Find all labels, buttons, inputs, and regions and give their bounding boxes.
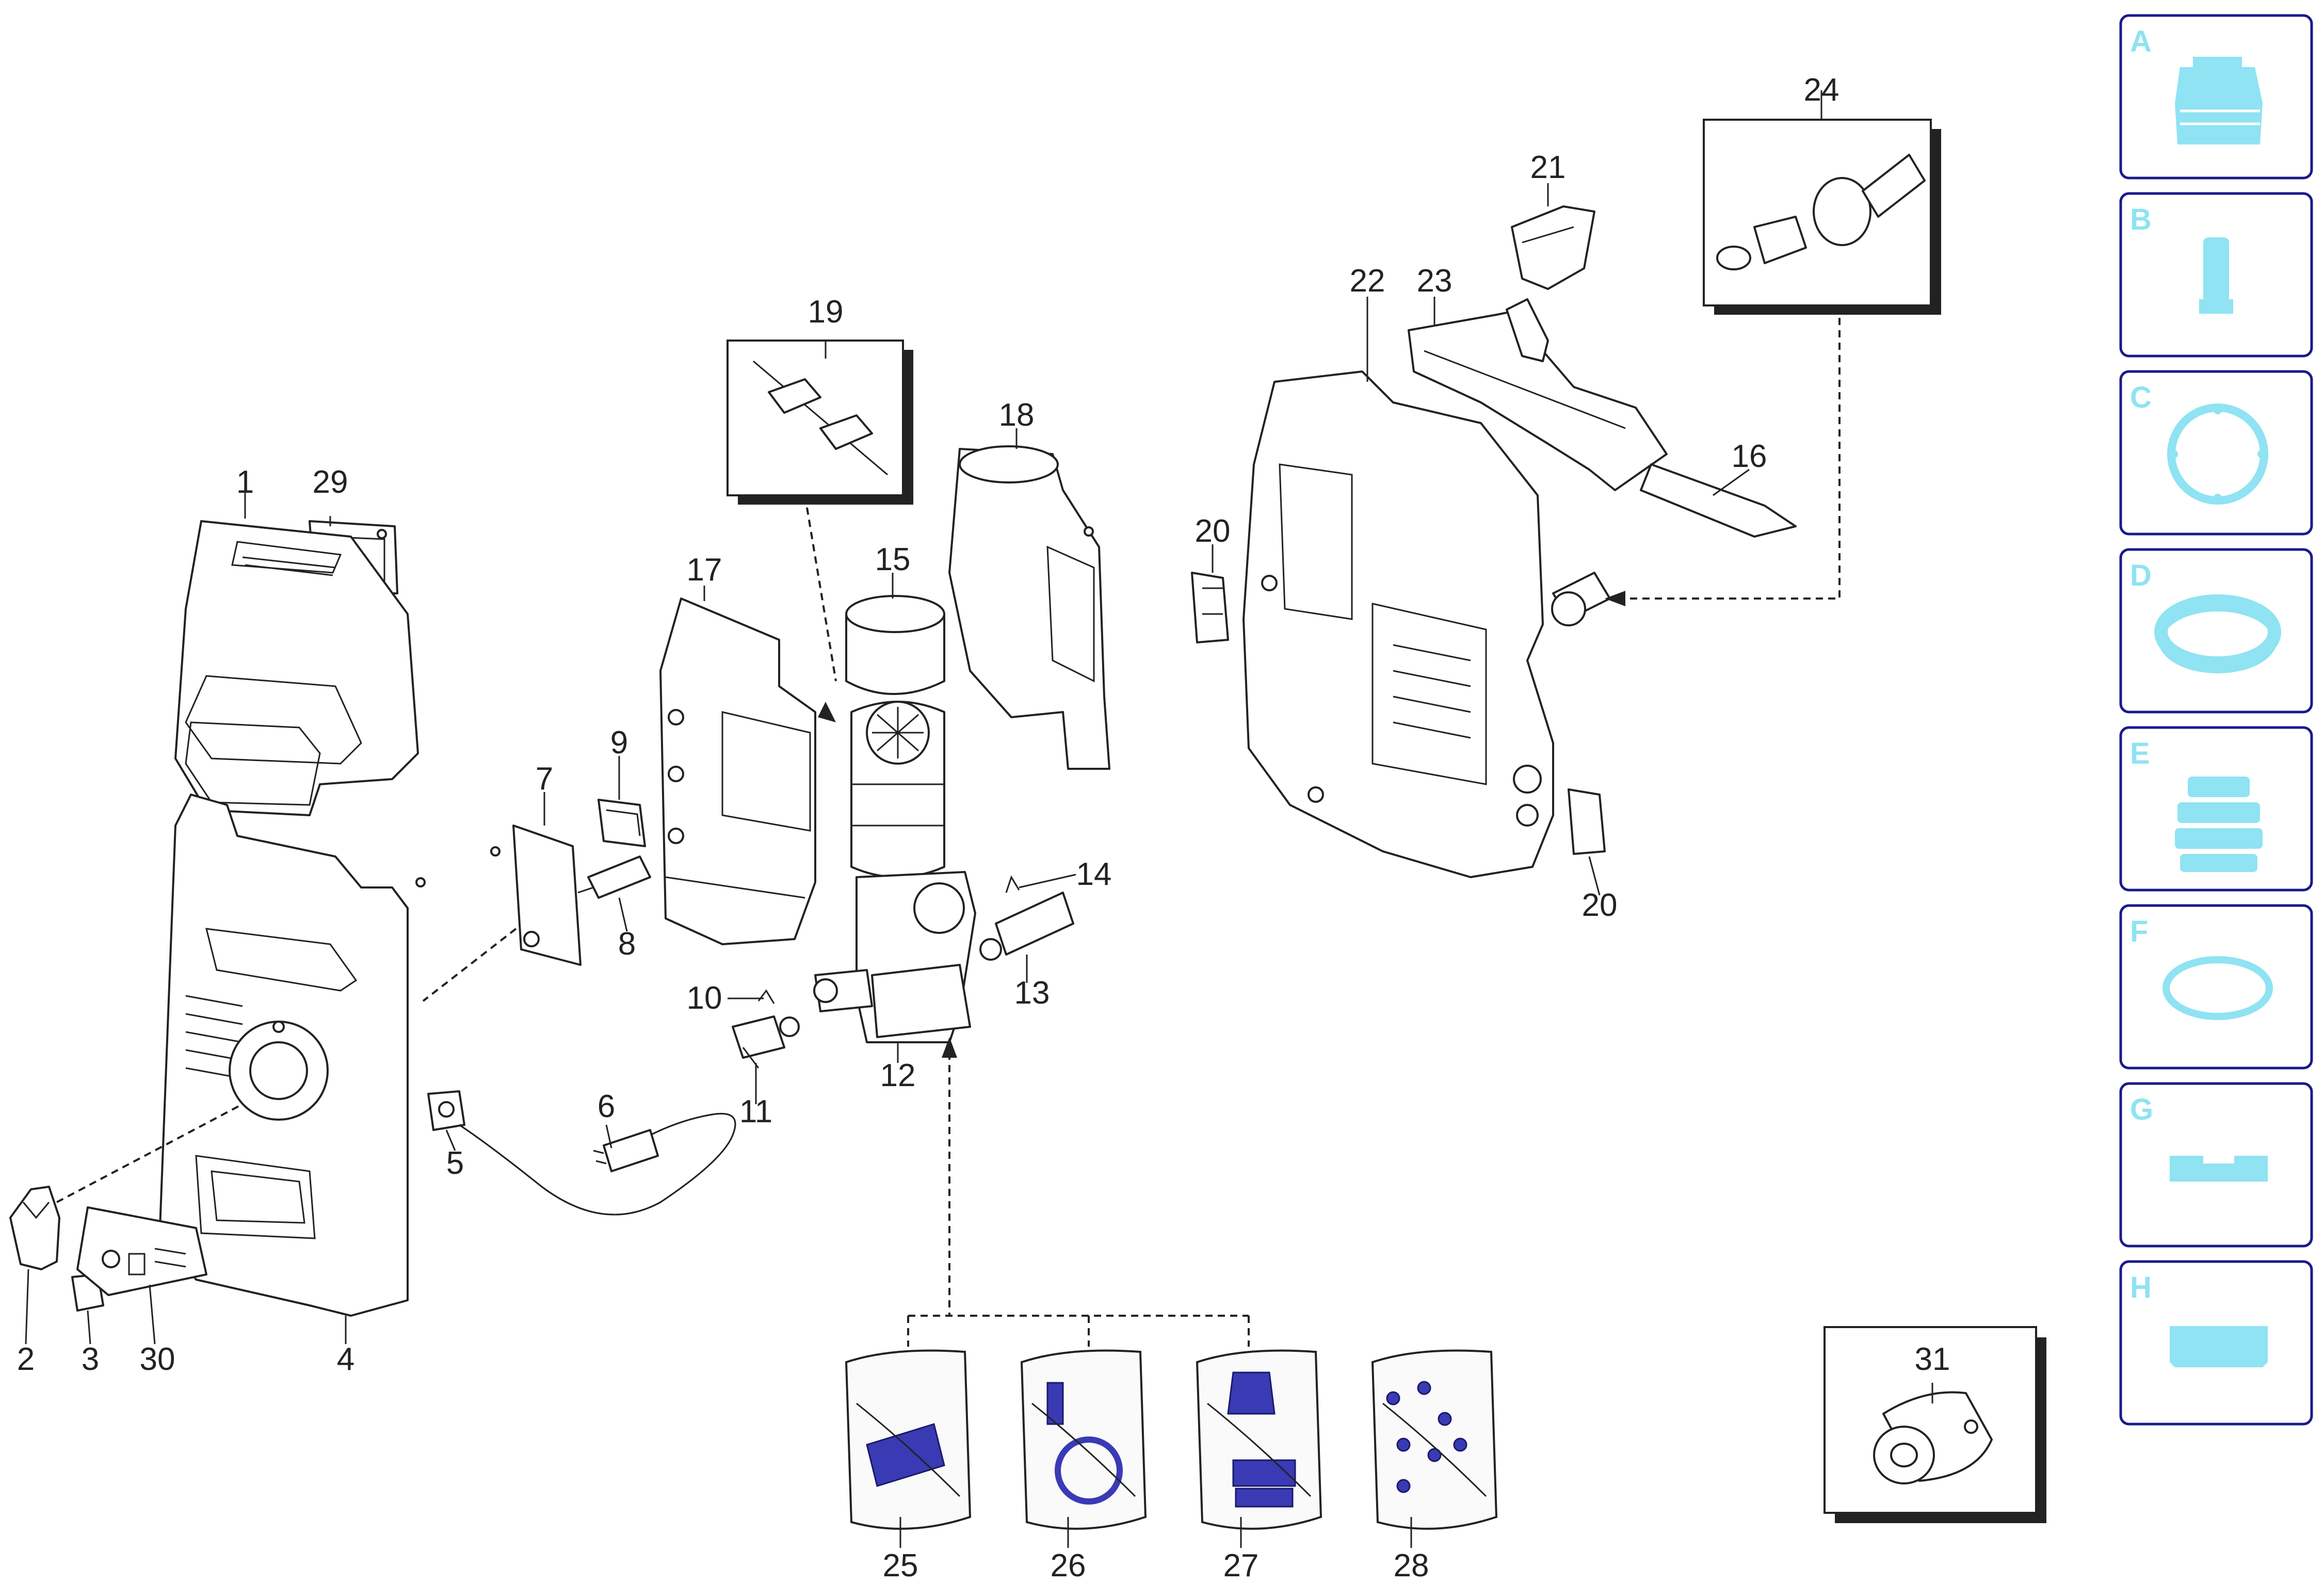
part-11-inlet-fitting xyxy=(732,989,800,1069)
callout-18: 18 xyxy=(999,397,1035,433)
part-15-motor-cap xyxy=(845,595,945,695)
callout-22: 22 xyxy=(1350,263,1385,299)
callout-23: 23 xyxy=(1417,263,1452,299)
side-letter-d: D xyxy=(2130,559,2152,592)
callout-20-left: 20 xyxy=(1195,513,1231,549)
callout-17: 17 xyxy=(687,552,722,588)
part-17-motor-housing xyxy=(659,597,816,945)
kit-bag-28 xyxy=(1371,1349,1498,1530)
seal-ring-icon xyxy=(2154,594,2281,673)
callout-28: 28 xyxy=(1394,1548,1429,1583)
callout-leaders xyxy=(25,90,1933,1548)
callout-27: 27 xyxy=(1223,1548,1259,1583)
part-9-switch-block xyxy=(598,799,646,847)
side-letter-b: B xyxy=(2130,203,2152,236)
valve-plate-icon xyxy=(2170,1156,2268,1182)
motor-bracket-icon xyxy=(2175,57,2263,144)
side-letter-h: H xyxy=(2130,1271,2152,1304)
part-19-brush-inset xyxy=(727,340,913,682)
callout-16: 16 xyxy=(1732,439,1767,474)
callout-6: 6 xyxy=(598,1089,615,1124)
callout-20-right: 20 xyxy=(1582,887,1618,923)
callout-10: 10 xyxy=(687,980,722,1016)
side-letter-f: F xyxy=(2130,915,2148,948)
part-21-clip xyxy=(1511,205,1595,290)
side-item-b[interactable]: B xyxy=(2119,192,2313,358)
callout-24: 24 xyxy=(1804,72,1839,108)
callout-4: 4 xyxy=(337,1342,354,1377)
kit-bag-27 xyxy=(1196,1349,1322,1530)
stacked-seals-icon xyxy=(2175,777,2263,872)
part-23-handle-bracket xyxy=(1408,298,1668,491)
callout-21: 21 xyxy=(1530,150,1566,185)
part-8-connector xyxy=(577,855,651,899)
part-31-coupler-inset xyxy=(1823,1326,2046,1523)
part-2-knob xyxy=(9,1103,243,1270)
callout-8: 8 xyxy=(618,926,636,962)
callout-7: 7 xyxy=(536,761,553,797)
part-18-housing-cover xyxy=(948,445,1110,770)
part-12-motor-pump xyxy=(813,701,976,1043)
side-item-d[interactable]: D xyxy=(2119,548,2313,714)
kit-leader-lines xyxy=(818,702,1250,1347)
callout-14: 14 xyxy=(1076,857,1112,892)
callout-26: 26 xyxy=(1051,1548,1086,1583)
side-item-a[interactable]: A xyxy=(2119,14,2313,180)
side-item-e[interactable]: E xyxy=(2119,726,2313,892)
part-4-front-housing xyxy=(159,794,409,1317)
kit-bag-25 xyxy=(845,1349,972,1530)
gasket-ring-icon xyxy=(2167,403,2268,505)
part-5-cable-clip xyxy=(427,1090,465,1131)
side-letter-c: C xyxy=(2130,381,2152,414)
part-20-bracket-left xyxy=(1191,572,1229,643)
callout-9: 9 xyxy=(610,725,628,761)
callout-2: 2 xyxy=(17,1342,35,1377)
part-30-control-panel xyxy=(76,1206,207,1296)
cover-plate-icon xyxy=(2170,1326,2268,1367)
side-letter-g: G xyxy=(2130,1093,2153,1126)
part-16-strap xyxy=(1640,463,1797,538)
o-ring-icon xyxy=(2162,956,2273,1020)
side-item-g[interactable]: G xyxy=(2119,1082,2313,1248)
side-item-h[interactable]: H xyxy=(2119,1260,2313,1426)
side-letter-a: A xyxy=(2130,25,2152,58)
side-item-c[interactable]: C xyxy=(2119,370,2313,536)
callout-1: 1 xyxy=(236,464,254,500)
part-22-rear-housing xyxy=(1242,370,1554,878)
callout-3: 3 xyxy=(82,1342,99,1377)
callout-19: 19 xyxy=(808,294,844,330)
part-20-bracket-right xyxy=(1568,788,1606,855)
callout-15: 15 xyxy=(875,542,911,577)
inlet-connector xyxy=(1551,572,1611,626)
side-letter-e: E xyxy=(2130,737,2150,770)
callout-13: 13 xyxy=(1014,975,1050,1011)
part-7-switch-plate xyxy=(422,825,582,1002)
part-13-outlet-fitting xyxy=(979,875,1074,961)
callout-5: 5 xyxy=(446,1145,464,1181)
callout-labels: 1 29 17 15 18 19 22 23 21 24 16 20 20 7 … xyxy=(17,72,1950,1583)
callout-30: 30 xyxy=(140,1342,175,1377)
part-6-power-cord xyxy=(459,1112,736,1216)
callout-11: 11 xyxy=(739,1094,772,1129)
part-1-top-handle xyxy=(174,520,419,816)
part-24-connector-inset xyxy=(1605,119,1941,606)
callout-29: 29 xyxy=(313,464,348,500)
callout-25: 25 xyxy=(883,1548,918,1583)
screw-icon xyxy=(415,877,426,887)
callout-31: 31 xyxy=(1915,1342,1950,1377)
callout-12: 12 xyxy=(880,1058,916,1093)
piston-icon xyxy=(2199,237,2233,314)
side-item-f[interactable]: F xyxy=(2119,904,2313,1070)
kit-bag-26 xyxy=(1020,1349,1147,1530)
side-kit-panel: A B C xyxy=(2119,14,2313,1426)
